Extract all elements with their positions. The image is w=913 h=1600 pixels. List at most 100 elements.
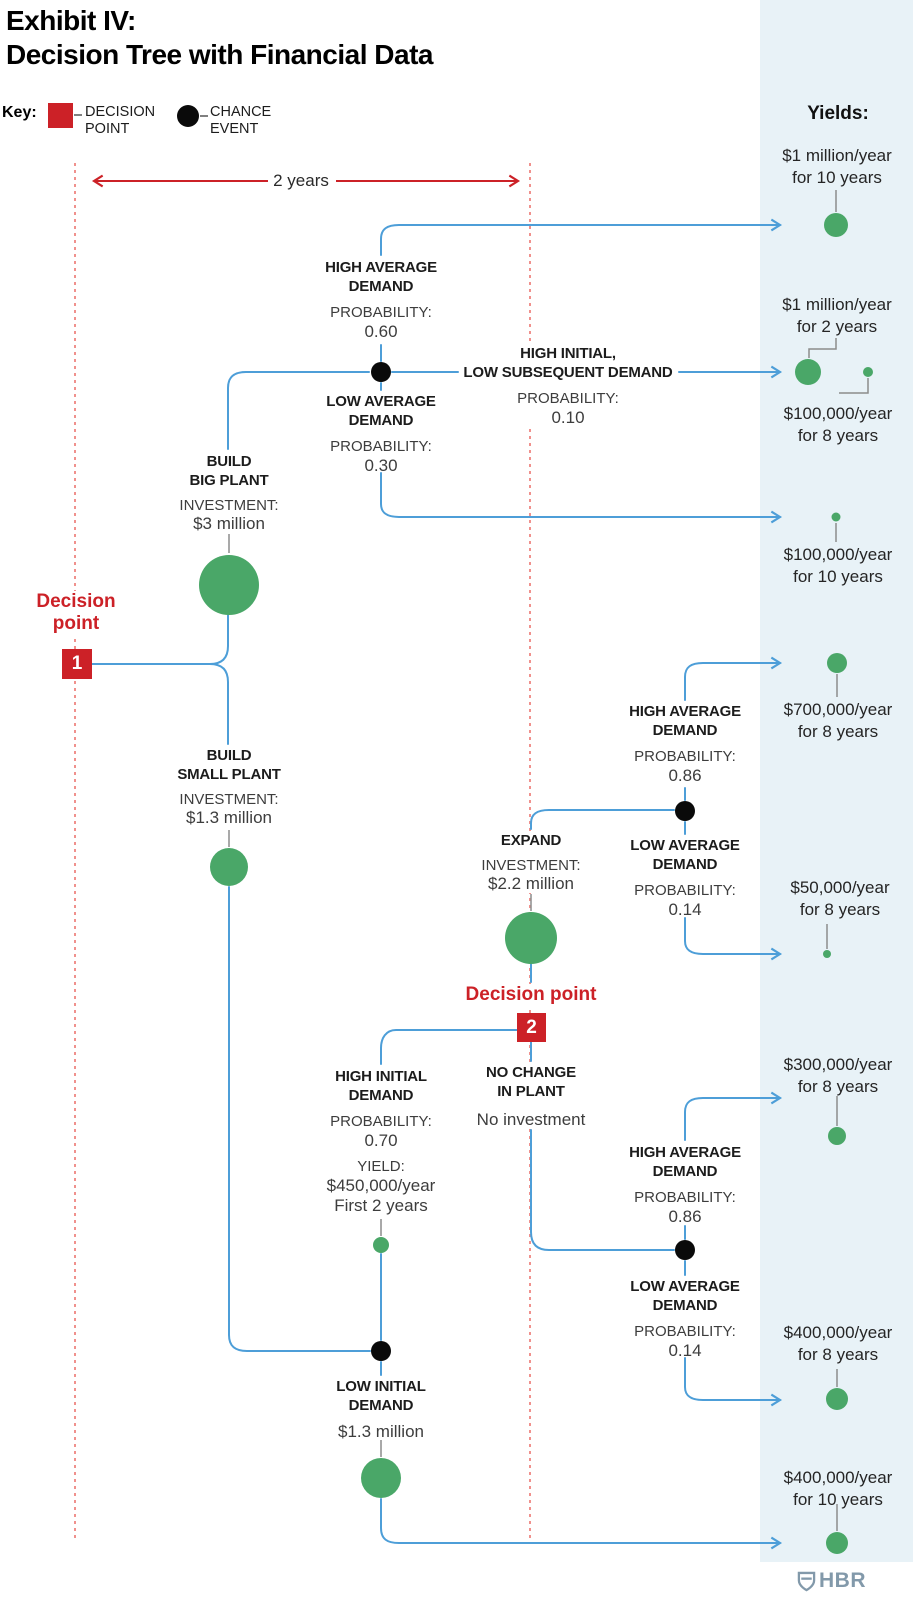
chance-node-no-change (675, 1240, 695, 1260)
decision-point-2-label: Decision point (461, 984, 601, 1006)
yield6-label: $50,000/year for 8 years (790, 877, 889, 921)
small-plant-circle (210, 848, 248, 886)
yields-panel (760, 0, 913, 1562)
yield5-line2: for 8 years (797, 722, 879, 741)
high-initial-low-subsequent-label: HIGH INITIAL, LOW SUBSEQUENT DEMAND PROB… (459, 344, 677, 427)
low-avg2-line1: LOW AVERAGE (630, 837, 740, 854)
build-big-investment-value: $3 million (193, 514, 265, 533)
build-small-investment-label: INVESTMENT: (179, 791, 279, 808)
high-avg2-prob-label: PROBABILITY: (634, 748, 736, 765)
chance-node-expand (675, 801, 695, 821)
hbr-logo: HBR (797, 1569, 866, 1593)
edge-low-initial-to-yield9 (380, 1498, 783, 1550)
low-avg2-prob-label: PROBABILITY: (634, 882, 736, 899)
yield3-dot (863, 367, 873, 377)
yield7-circle (828, 1127, 846, 1145)
yield7-label: $300,000/year for 8 years (784, 1054, 893, 1098)
high-initial-prob-value: 0.70 (364, 1131, 398, 1150)
high-initial-yield-label: YIELD: (357, 1158, 405, 1175)
high-initial-line1: HIGH INITIAL (335, 1068, 427, 1085)
yield4-dot (831, 512, 841, 522)
edge-decision1-to-small-plant (91, 663, 229, 745)
yield8-line2: for 8 years (797, 1345, 879, 1364)
low-initial-demand-label: LOW INITIAL DEMAND $1.3 million (336, 1377, 426, 1441)
key-decision-point-icon (48, 103, 73, 128)
low-avg1-prob-label: PROBABILITY: (330, 438, 432, 455)
low-avg1-line2: DEMAND (348, 412, 414, 429)
exhibit-title: Exhibit IV: Decision Tree with Financial… (6, 4, 433, 72)
low-initial-line2: DEMAND (348, 1397, 414, 1414)
build-big-investment-label: INVESTMENT: (179, 497, 279, 514)
exhibit-title-line2: Decision Tree with Financial Data (6, 39, 433, 70)
big-plant-circle (199, 555, 259, 615)
high-avg1-prob-label: PROBABILITY: (330, 304, 432, 321)
high-initial-demand-label: HIGH INITIAL DEMAND PROBABILITY: 0.70 YI… (327, 1067, 436, 1215)
edge-low-avg3-to-yield8 (684, 1357, 783, 1407)
build-small-line2: SMALL PLANT (177, 766, 281, 783)
low-initial-line1: LOW INITIAL (336, 1378, 426, 1395)
key-chance-event-icon (177, 105, 199, 127)
key-decision-line1: DECISION (85, 104, 156, 120)
no-change-note: No investment (476, 1110, 586, 1129)
decision-point-1-square: 1 (62, 649, 92, 679)
low-avg3-prob-value: 0.14 (668, 1341, 702, 1360)
expand-circle (505, 912, 557, 964)
edge-big-plant-to-chance1 (227, 371, 370, 450)
yield8-circle (826, 1388, 848, 1410)
edge-no-change-to-chance3 (530, 1129, 675, 1251)
edge-high-avg1-to-yield1 (380, 218, 783, 256)
yield2-circle (795, 359, 821, 385)
yield1-circle (824, 213, 848, 237)
high-avg3-line1: HIGH AVERAGE (629, 1144, 741, 1161)
yield9-line2: for 10 years (793, 1490, 883, 1509)
edge-decision2-to-high-initial (380, 1029, 518, 1065)
decision1-label-line2: point (52, 613, 100, 634)
yield6-dot (823, 950, 831, 958)
no-change-line1: NO CHANGE (486, 1064, 576, 1081)
low-initial-amount: $1.3 million (337, 1422, 424, 1441)
build-big-line1: BUILD (206, 453, 252, 470)
yield2-label: $1 million/year for 2 years (782, 294, 892, 338)
high-initial-line2: DEMAND (348, 1087, 414, 1104)
high-avg-demand-1-label: HIGH AVERAGE DEMAND PROBABILITY: 0.60 (325, 258, 437, 341)
edge-expand-to-chance2 (530, 809, 675, 830)
low-avg1-line1: LOW AVERAGE (326, 393, 436, 410)
high-avg1-prob-value: 0.60 (364, 322, 398, 341)
expand-investment-value: $2.2 million (488, 874, 574, 893)
key-label: Key: (2, 104, 37, 121)
hbr-logo-text: HBR (819, 1569, 866, 1592)
yield7-line2: for 8 years (797, 1077, 879, 1096)
no-change-line2: IN PLANT (497, 1083, 565, 1100)
yield4-line1: $100,000/year (783, 545, 893, 564)
yields-heading: Yields: (807, 103, 869, 124)
build-small-plant-label: BUILD SMALL PLANT INVESTMENT: $1.3 milli… (177, 746, 281, 827)
hbr-shield-icon (797, 1571, 816, 1591)
yield3-line1: $100,000/year (783, 404, 893, 423)
high-avg1-line1: HIGH AVERAGE (325, 259, 437, 276)
yield1-line1: $1 million/year (782, 146, 892, 165)
low-avg-demand-1-label: LOW AVERAGE DEMAND PROBABILITY: 0.30 (326, 392, 436, 475)
build-small-investment-value: $1.3 million (185, 808, 272, 827)
low-avg-demand-2-label: LOW AVERAGE DEMAND PROBABILITY: 0.14 (630, 836, 740, 919)
low-avg3-line2: DEMAND (652, 1297, 718, 1314)
high-low-prob-label: PROBABILITY: (517, 390, 619, 407)
yield8-line1: $400,000/year (783, 1323, 893, 1342)
build-big-plant-label: BUILD BIG PLANT INVESTMENT: $3 million (179, 452, 278, 533)
yield6-line2: for 8 years (799, 900, 881, 919)
elbow-yield2-label (808, 338, 837, 358)
key-decision-line2: POINT (85, 120, 130, 137)
high-avg3-line2: DEMAND (652, 1163, 718, 1180)
high-avg-demand-2-label: HIGH AVERAGE DEMAND PROBABILITY: 0.86 (629, 702, 741, 785)
exhibit-title-line1: Exhibit IV: (6, 5, 136, 36)
low-avg-demand-3-label: LOW AVERAGE DEMAND PROBABILITY: 0.14 (630, 1277, 740, 1360)
high-avg1-line2: DEMAND (348, 278, 414, 295)
expand-investment-label: INVESTMENT: (481, 857, 581, 874)
edge-high-avg2-to-yield5 (684, 656, 783, 701)
high-low-line1: HIGH INITIAL, (520, 345, 616, 362)
edge-small-plant-to-chance4 (228, 886, 371, 1352)
yield9-circle (826, 1532, 848, 1554)
edge-low-avg2-to-yield6 (684, 917, 783, 961)
high-initial-yield-dot (373, 1237, 389, 1253)
yield9-label: $400,000/year for 10 years (784, 1467, 893, 1511)
